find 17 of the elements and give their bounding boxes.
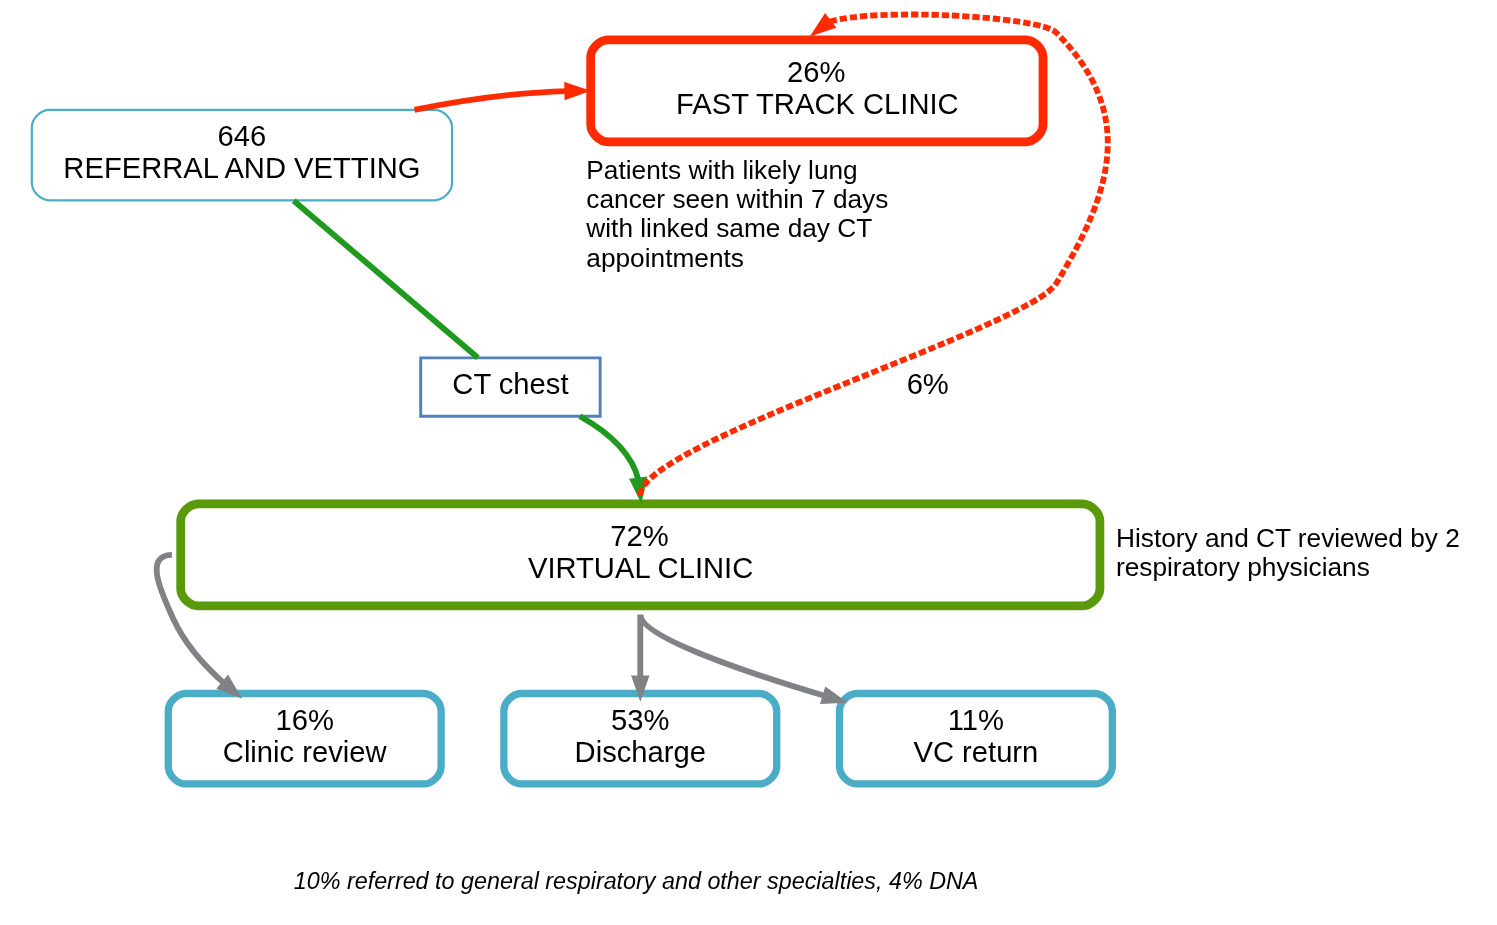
node-box: 53% Discharge — [499, 689, 780, 788]
arrow — [630, 614, 649, 702]
connector — [291, 198, 480, 360]
node-box: 26% FAST TRACK CLINIC — [585, 35, 1047, 147]
arrow — [637, 613, 848, 705]
node-label: History and CT reviewed by 2 respiratory physicians — [1115, 522, 1460, 582]
edge-label: 6% — [906, 368, 949, 401]
arrow — [153, 551, 242, 699]
node-label: Patients with likely lung cancer seen within 7 days with linked same day CT appointments — [585, 154, 888, 273]
node-box: 11% VC return — [835, 689, 1116, 788]
arrow — [637, 11, 1110, 497]
node-box: 646 REFERRAL AND VETTING — [30, 108, 453, 202]
node-box: 16% Clinic review — [164, 689, 445, 788]
node-box: 72% VIRTUAL CLINIC — [175, 499, 1104, 611]
label: 10% referred to general respiratory and other specialties, 4% DNA — [293, 867, 978, 894]
arrow — [577, 413, 647, 504]
node-box: CT chest — [418, 356, 602, 418]
